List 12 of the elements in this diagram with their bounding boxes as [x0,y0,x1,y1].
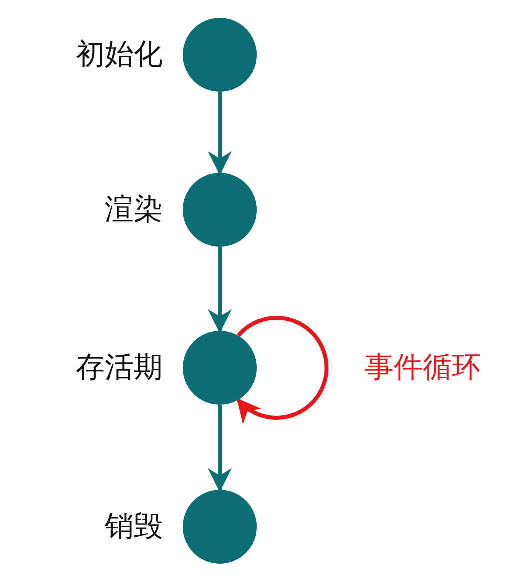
stage-label: 销毁 [104,508,163,545]
circle-node [183,490,257,564]
arrow [208,405,232,492]
stage-label: 存活期 [75,349,163,386]
arrow [208,247,232,334]
stage-label: 渲染 [104,191,163,228]
circle-node [183,173,257,247]
loop-arrow [236,316,329,424]
circle-node [183,18,257,92]
stage-label: 初始化 [75,36,163,73]
circle-node [183,331,257,405]
arrow [208,92,232,176]
